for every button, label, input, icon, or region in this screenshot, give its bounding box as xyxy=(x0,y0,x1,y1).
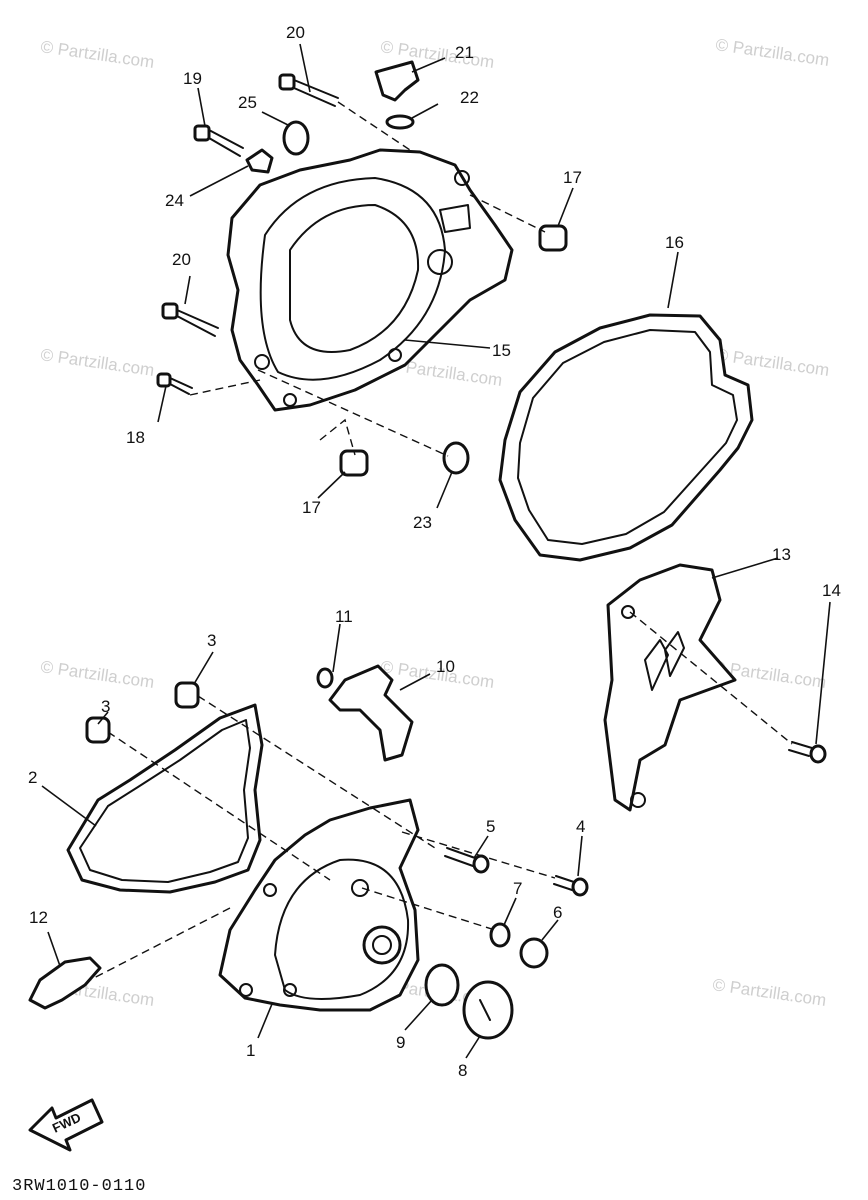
callout-21: 21 xyxy=(455,43,474,62)
bolt-4 xyxy=(553,875,589,897)
callout-7: 7 xyxy=(513,879,522,898)
bolt-18 xyxy=(156,372,193,395)
callout-25: 25 xyxy=(238,93,257,112)
callout-14: 14 xyxy=(822,581,841,600)
callout-10: 10 xyxy=(436,657,455,676)
callout-6: 6 xyxy=(553,903,562,922)
callout-20: 20 xyxy=(172,250,191,269)
oil-seal-23 xyxy=(442,441,470,475)
dowel-3-top xyxy=(174,681,200,709)
bolt-20-side xyxy=(161,302,219,337)
diagram-code: 3RW1010-0110 xyxy=(12,1177,146,1196)
callout-17: 17 xyxy=(302,498,321,517)
callout-labels: 20 21 22 19 25 24 17 16 20 15 18 17 23 1… xyxy=(28,23,841,1080)
callout-20: 20 xyxy=(286,23,305,42)
callout-24: 24 xyxy=(165,191,184,210)
leader-lines xyxy=(41,43,831,1059)
callout-3: 3 xyxy=(207,631,216,650)
sprocket-cover xyxy=(603,563,737,812)
callout-16: 16 xyxy=(665,233,684,252)
bolt-11 xyxy=(316,667,334,689)
callout-22: 22 xyxy=(460,88,479,107)
callout-3: 3 xyxy=(101,697,110,716)
callout-11: 11 xyxy=(335,607,353,626)
callout-17: 17 xyxy=(563,168,582,187)
watermark: © Partzilla.com xyxy=(714,345,830,380)
bolt-14 xyxy=(788,741,827,764)
callout-1: 1 xyxy=(246,1041,255,1060)
bolt-19 xyxy=(193,124,244,157)
plug-6 xyxy=(519,937,549,969)
o-ring-9 xyxy=(424,963,460,1007)
callout-19: 19 xyxy=(183,69,202,88)
plug-8 xyxy=(462,980,514,1040)
o-ring-22 xyxy=(385,114,415,130)
forward-arrow-icon xyxy=(28,1098,104,1152)
callout-9: 9 xyxy=(396,1033,405,1052)
callout-23: 23 xyxy=(413,513,432,532)
forward-direction-indicator: FWD xyxy=(28,1098,104,1152)
gasket-2 xyxy=(66,703,264,894)
callout-13: 13 xyxy=(772,545,791,564)
callout-8: 8 xyxy=(458,1061,467,1080)
sprocket-cover-assembly xyxy=(603,563,827,812)
callout-12: 12 xyxy=(29,908,48,927)
collar-17-top xyxy=(538,224,568,252)
watermark: © Partzilla.com xyxy=(39,657,155,692)
oil-filler-plug xyxy=(374,60,420,130)
callout-4: 4 xyxy=(576,817,585,836)
bracket-10 xyxy=(328,664,414,762)
callout-2: 2 xyxy=(28,768,37,787)
callout-5: 5 xyxy=(486,817,495,836)
watermark: © Partzilla.com xyxy=(711,975,827,1010)
crankcase-left-cover-assembly xyxy=(28,664,589,1040)
watermark: © Partzilla.com xyxy=(39,345,155,380)
watermark: © Partzilla.com xyxy=(39,37,155,72)
callout-18: 18 xyxy=(126,428,145,447)
clutch-cover-assembly xyxy=(156,60,754,562)
bolt-20-top xyxy=(278,73,339,107)
dowel-3-bottom xyxy=(85,716,111,744)
callout-15: 15 xyxy=(492,341,511,360)
watermark: © Partzilla.com xyxy=(714,35,830,70)
collar-17-bottom xyxy=(339,449,369,477)
cover-gasket xyxy=(498,313,754,562)
o-ring-7 xyxy=(489,922,511,948)
oil-seal-25 xyxy=(282,120,310,156)
damper-24 xyxy=(245,148,274,174)
bracket-12 xyxy=(28,956,102,1010)
